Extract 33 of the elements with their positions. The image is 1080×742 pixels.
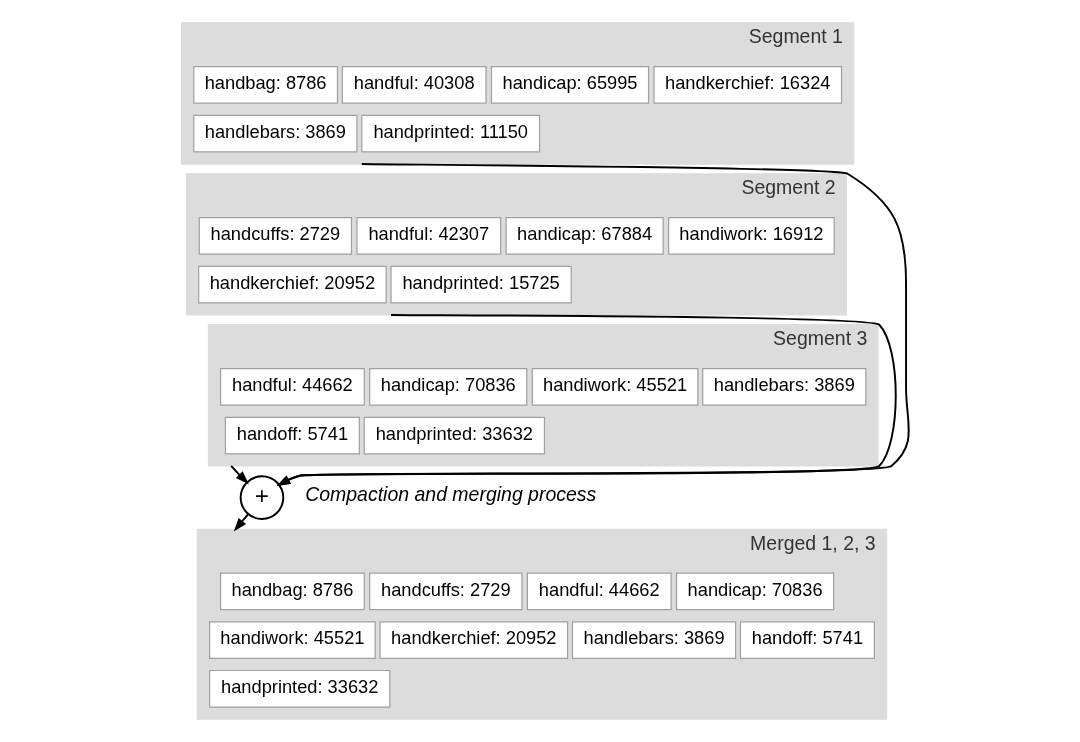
- node-box: handprinted: 15725: [389, 265, 572, 304]
- node-box: handful: 40308: [341, 66, 487, 104]
- arrow: [233, 513, 249, 532]
- node-box: handlebars: 3869: [192, 114, 358, 153]
- node-box: handful: 44662: [526, 572, 672, 611]
- node-box: handprinted: 11150: [360, 114, 540, 153]
- node-label: Compaction and merging process: [304, 483, 596, 506]
- node-box: handkerchief: 16324: [652, 66, 842, 104]
- node-box: handiwork: 45521: [531, 367, 698, 406]
- node-box: handicap: 65995: [490, 66, 649, 104]
- node-box: handful: 42307: [355, 217, 501, 255]
- node-circle: +: [239, 475, 284, 520]
- arrow: [229, 465, 249, 485]
- node-box: handbag: 8786: [219, 572, 365, 611]
- node-box: handiwork: 45521: [208, 621, 376, 659]
- node-box: handicap: 70836: [368, 367, 527, 406]
- node-box: handkerchief: 20952: [197, 265, 387, 304]
- node-box: handbag: 8786: [192, 66, 338, 104]
- arrow: [276, 314, 897, 486]
- node-box: handcuffs: 2729: [368, 572, 522, 611]
- node-box: handoff: 5741: [739, 621, 875, 659]
- node-box: handcuffs: 2729: [198, 217, 352, 255]
- arrow: [276, 163, 910, 486]
- node-box: handprinted: 33632: [208, 669, 390, 708]
- node-box: handicap: 70836: [675, 572, 834, 611]
- node-box: handicap: 67884: [504, 217, 664, 255]
- node-box: handlebars: 3869: [701, 367, 866, 406]
- node-box: handoff: 5741: [224, 416, 360, 455]
- node-box: handkerchief: 20952: [378, 621, 568, 659]
- node-box: handful: 44662: [219, 367, 365, 406]
- node-box: handprinted: 33632: [363, 416, 545, 455]
- node-box: handiwork: 16912: [667, 217, 835, 255]
- node-box: handlebars: 3869: [571, 621, 736, 659]
